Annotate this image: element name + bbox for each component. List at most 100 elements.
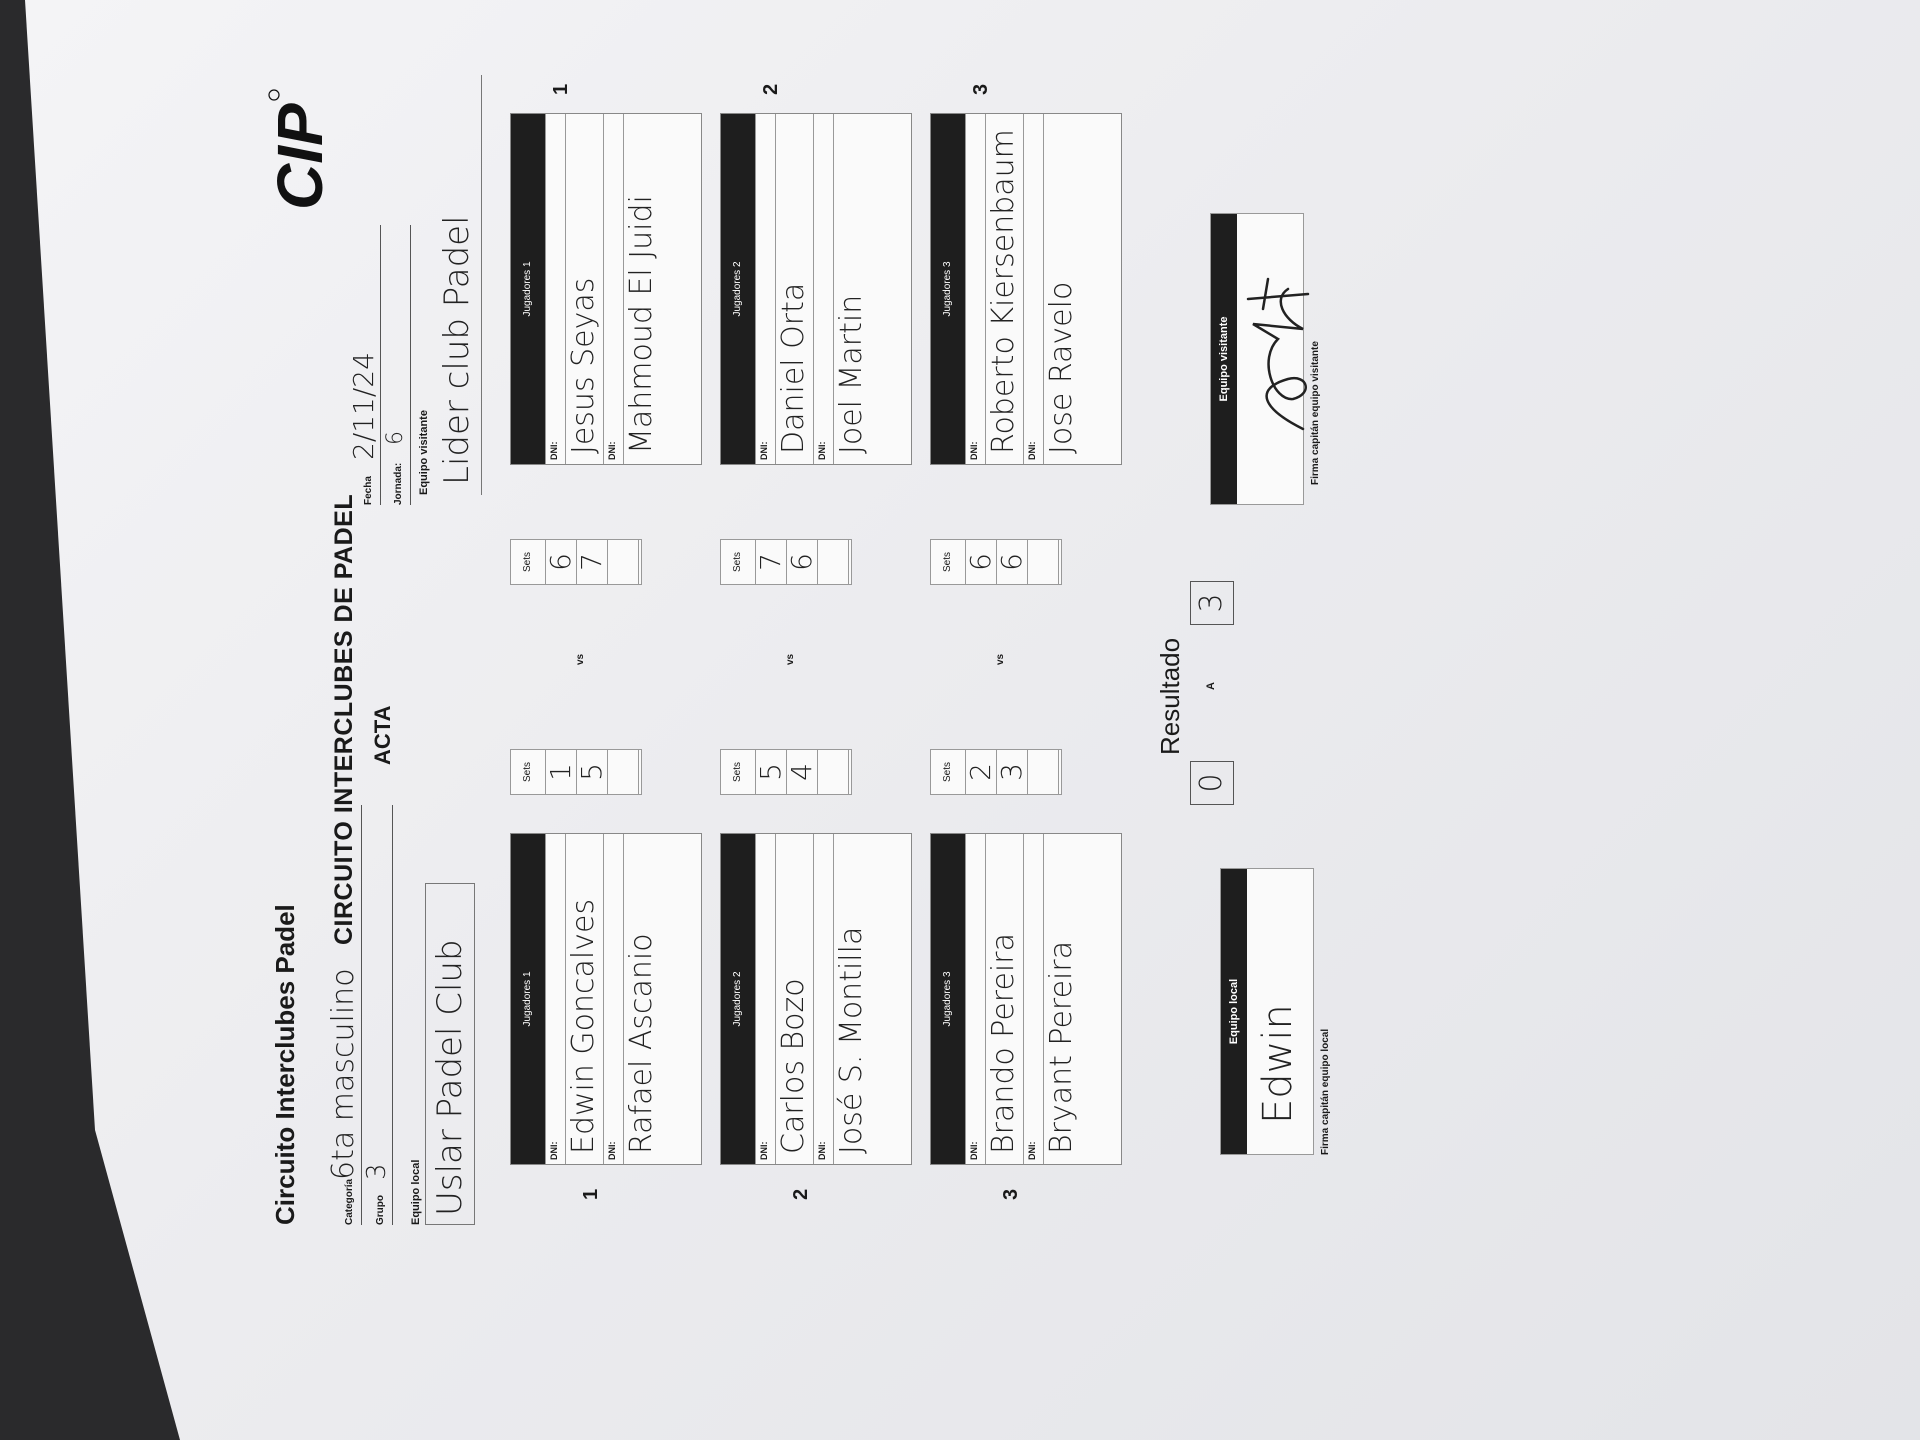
player-name: Carlos Bozo	[776, 978, 811, 1154]
visit-sets: Sets 7 6	[720, 539, 852, 585]
match-number: 3	[1000, 1188, 1022, 1200]
dni-label: DNI:	[607, 1141, 617, 1161]
visit-players-box: Jugadores 1 DNI: Jesus Seyas DNI: Mahmou…	[510, 113, 702, 465]
dni-label: DNI:	[969, 1141, 979, 1161]
dni-label: DNI:	[817, 1141, 827, 1161]
dni-label: DNI:	[549, 1141, 559, 1161]
player-name: Roberto Kiersenbaum	[986, 129, 1021, 454]
jornada-label: Jornada:	[393, 462, 404, 505]
local-team-label: Equipo local	[410, 1159, 422, 1225]
local-sets: Sets 5 4	[720, 749, 852, 795]
set-score	[1027, 750, 1059, 794]
visit-captain-box: Equipo visitante	[1210, 213, 1310, 505]
visit-team-field: Lider club Padel	[433, 75, 482, 495]
fecha-field: Fecha 2/11/24	[340, 225, 381, 505]
sets-header: Sets	[511, 750, 546, 794]
sets-header: Sets	[721, 540, 756, 584]
resultado-separator: A	[1205, 682, 1217, 690]
set-score: 5	[575, 750, 608, 794]
player-name: Jose Ravelo	[1044, 281, 1079, 454]
player-row: José S. Montilla	[833, 834, 872, 1164]
players-header: Jugadores 1	[511, 834, 545, 1164]
match-number: 1	[550, 83, 572, 95]
visit-players-box: Jugadores 3 DNI: Roberto Kiersenbaum DNI…	[930, 113, 1122, 465]
local-players-box: Jugadores 1 DNI: Edwin Goncalves DNI: Ra…	[510, 833, 702, 1165]
match-number: 3	[970, 83, 992, 95]
player-row: Daniel Orta	[775, 114, 814, 464]
set-score: 2	[964, 750, 997, 794]
set-score: 6	[995, 540, 1028, 584]
match-1: 1 Jugadores 1 DNI: Edwin Goncalves DNI: …	[510, 65, 702, 1225]
local-sets: Sets 2 3	[930, 749, 1062, 795]
sets-header: Sets	[931, 750, 966, 794]
dni-row: DNI:	[1023, 834, 1044, 1164]
player-row: Jose Ravelo	[1043, 114, 1082, 464]
set-score	[1027, 540, 1059, 584]
player-name: Rafael Ascanio	[624, 933, 659, 1154]
player-row: Edwin Goncalves	[565, 834, 604, 1164]
dni-row: DNI:	[545, 834, 566, 1164]
visit-captain-label: Firma capitán equipo visitante	[1310, 341, 1321, 485]
set-score: 4	[785, 750, 818, 794]
set-score	[817, 750, 849, 794]
local-players-box: Jugadores 2 DNI: Carlos Bozo DNI: José S…	[720, 833, 912, 1165]
player-name: Joel Martin	[834, 294, 869, 454]
dni-row: DNI:	[603, 834, 624, 1164]
dni-row: DNI:	[965, 834, 986, 1164]
dni-row: DNI:	[545, 114, 566, 464]
set-score: 6	[964, 540, 997, 584]
local-team-field: Uslar Padel Club	[425, 883, 475, 1225]
resultado-title: Resultado	[1155, 637, 1185, 755]
set-score: 6	[544, 540, 577, 584]
set-score: 6	[785, 540, 818, 584]
set-score	[607, 540, 639, 584]
grupo-field: Grupo 3	[360, 805, 393, 1225]
logo-text: CIP	[264, 103, 336, 210]
match-2: 2 Jugadores 2 DNI: Carlos Bozo DNI: José…	[720, 65, 912, 1225]
visit-team-value: Lider club Padel	[437, 215, 477, 485]
categoria-value: 6ta masculino	[326, 968, 361, 1180]
players-header: Jugadores 1	[511, 114, 545, 464]
dni-row: DNI:	[603, 114, 624, 464]
player-row: Jesus Seyas	[565, 114, 604, 464]
org-title: Circuito Interclubes Padel	[270, 904, 300, 1225]
player-name: José S. Montilla	[834, 926, 869, 1154]
vs-label: vs	[785, 653, 796, 665]
sets-header: Sets	[511, 540, 546, 584]
dni-label: DNI:	[1027, 441, 1037, 461]
jornada-value: 6	[383, 431, 408, 445]
grupo-value: 3	[362, 1163, 392, 1180]
visit-captain-signature	[1246, 277, 1310, 431]
set-score	[817, 540, 849, 584]
dni-row: DNI:	[965, 114, 986, 464]
resultado-visit-score: 3	[1190, 581, 1234, 625]
dni-label: DNI:	[549, 441, 559, 461]
acta-subtitle: ACTA	[370, 705, 395, 765]
local-sets: Sets 1 5	[510, 749, 642, 795]
grupo-label: Grupo	[375, 1195, 386, 1225]
player-row: Joel Martin	[833, 114, 872, 464]
player-name: Brando Pereira	[986, 933, 1021, 1154]
local-team-value: Uslar Padel Club	[430, 939, 470, 1216]
set-score: 5	[754, 750, 787, 794]
dni-label: DNI:	[1027, 1141, 1037, 1161]
local-captain-signature: Edwin	[1255, 1004, 1301, 1124]
visit-sets: Sets 6 6	[930, 539, 1062, 585]
local-captain-label: Firma capitán equipo local	[1320, 1028, 1331, 1155]
set-score: 7	[754, 540, 787, 584]
players-header: Jugadores 3	[931, 834, 965, 1164]
dni-label: DNI:	[817, 441, 827, 461]
acta-form: Circuito Interclubes Padel CIP CIRCUITO …	[264, 65, 1420, 1225]
categoria-label: Categoría	[344, 1178, 355, 1225]
player-row: Bryant Pereira	[1043, 834, 1082, 1164]
set-score: 1	[544, 750, 577, 794]
fecha-label: Fecha	[363, 476, 374, 505]
vs-label: vs	[575, 653, 586, 665]
vs-label: vs	[995, 653, 1006, 665]
dni-label: DNI:	[759, 441, 769, 461]
local-captain-header: Equipo local	[1221, 869, 1247, 1154]
dni-row: DNI:	[755, 834, 776, 1164]
player-row: Brando Pereira	[985, 834, 1024, 1164]
players-header: Jugadores 2	[721, 114, 755, 464]
player-name: Jesus Seyas	[566, 277, 601, 454]
